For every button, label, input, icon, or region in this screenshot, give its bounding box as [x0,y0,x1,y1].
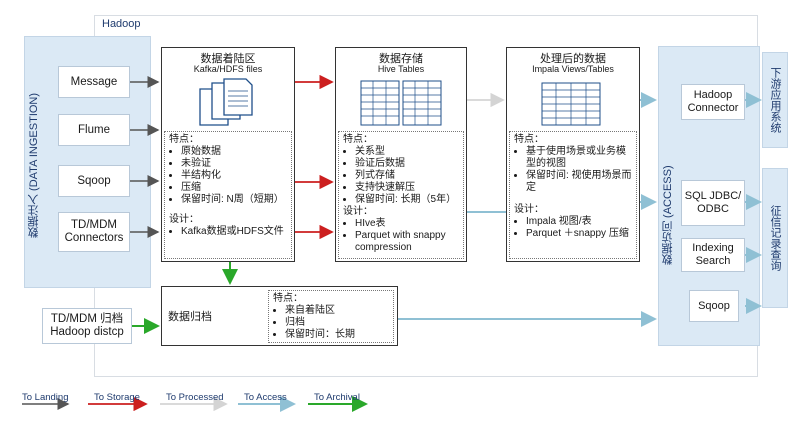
processed-title: 处理后的数据 [540,53,606,65]
archive-features-title: 特点： [273,293,303,304]
source-flume-label: Flume [78,123,110,136]
storage-feature-item: 关系型 [355,146,459,158]
views-table-icon [541,82,601,126]
source-td-mdm-connectors-label: TD/MDM Connectors [64,219,124,244]
landing-feature-item: 半结构化 [181,170,287,182]
hadoop-title: Hadoop [102,18,141,30]
archive-feature-item: 归档 [285,317,389,329]
access-sqoop-label: Sqoop [698,299,730,312]
access-indexing-search[interactable]: Indexing Search [681,238,745,272]
landing-design-item: Kafka数据或HDFS文件 [181,226,287,238]
access-indexing-search-label: Indexing Search [692,242,734,267]
files-icon [199,78,253,126]
archive-title: 数据归档 [168,311,212,323]
landing-feature-item: 压缩 [181,182,287,194]
access-sql-jdbc-odbc[interactable]: SQL JDBC/ ODBC [681,180,745,226]
landing-feature-item: 保留时间: N周（短期） [181,194,287,206]
processed-features-title: 特点： [514,134,544,145]
storage-design-title: 设计： [343,206,373,217]
source-sqoop[interactable]: Sqoop [58,165,130,197]
storage-design-item: HIve表 [355,218,459,230]
landing-title: 数据着陆区 [200,53,256,65]
source-td-mdm-archive-label: TD/MDM 归档 Hadoop distcp [50,313,124,338]
storage-feature-item: 列式存储 [355,170,459,182]
processed-design-item: Parquet ＋snappy 压缩 [526,228,632,240]
landing-features: 特点： 原始数据 未验证 半结构化 压缩 保留时间: N周（短期） 设计： Ka… [164,131,292,259]
source-message[interactable]: Message [58,66,130,98]
storage-feature-item: 验证后数据 [355,158,459,170]
credit-query-tab: 征信记录查询 [762,168,788,308]
landing-feature-item: 未验证 [181,158,287,170]
legend-to-processed: To Processed [166,392,224,403]
storage-feature-item: 保留时间: 长期（5年） [355,194,459,206]
processed-design-title: 设计： [514,204,544,215]
access-hadoop-connector-label: Hadoop Connector [687,89,739,114]
access-hadoop-connector[interactable]: Hadoop Connector [681,84,745,120]
storage-design-item: Parquet with snappy compression [355,230,459,254]
landing-feature-item: 原始数据 [181,146,287,158]
processed-design-item: Impala 视图/表 [526,216,632,228]
processed-subtitle: Impala Views/Tables [532,64,614,74]
legend-to-storage: To Storage [94,392,140,403]
storage-feature-item: 支持快速解压 [355,182,459,194]
legend-to-archival: To Archival [314,392,360,403]
landing-features-title: 特点： [169,134,199,145]
legend-to-landing: To Landing [22,392,69,403]
source-td-mdm-archive[interactable]: TD/MDM 归档 Hadoop distcp [42,308,132,344]
storage-features: 特点： 关系型 验证后数据 列式存储 支持快速解压 保留时间: 长期（5年） 设… [338,131,464,259]
credit-query-label: 征信记录查询 [769,205,781,271]
processed-features: 特点： 基于使用场景或业务模型的视图 保留时间: 视使用场景而定 设计： Imp… [509,131,637,259]
downstream-systems-tab: 下游应用系统 [762,52,788,148]
archive-feature-item: 保留时间：长期 [285,329,389,341]
source-td-mdm-connectors[interactable]: TD/MDM Connectors [58,212,130,252]
processed-feature-item: 基于使用场景或业务模型的视图 [526,146,632,170]
access-sqoop[interactable]: Sqoop [689,290,739,322]
storage-features-title: 特点： [343,134,373,145]
tables-icon [360,80,442,126]
storage-title: 数据存储 [379,53,423,65]
archive-features: 特点： 来自着陆区 归档 保留时间：长期 [268,290,394,343]
source-message-label: Message [70,75,118,88]
landing-subtitle: Kafka/HDFS files [193,64,263,74]
archive-feature-item: 来自着陆区 [285,305,389,317]
landing-design-title: 设计： [169,214,199,225]
access-sql-jdbc-odbc-label: SQL JDBC/ ODBC [684,190,742,215]
storage-subtitle: Hive Tables [377,64,425,74]
source-sqoop-label: Sqoop [77,174,111,187]
legend-to-access: To Access [244,392,287,403]
downstream-systems-label: 下游应用系统 [769,67,781,133]
processed-feature-item: 保留时间: 视使用场景而定 [526,170,632,194]
source-flume[interactable]: Flume [58,114,130,146]
